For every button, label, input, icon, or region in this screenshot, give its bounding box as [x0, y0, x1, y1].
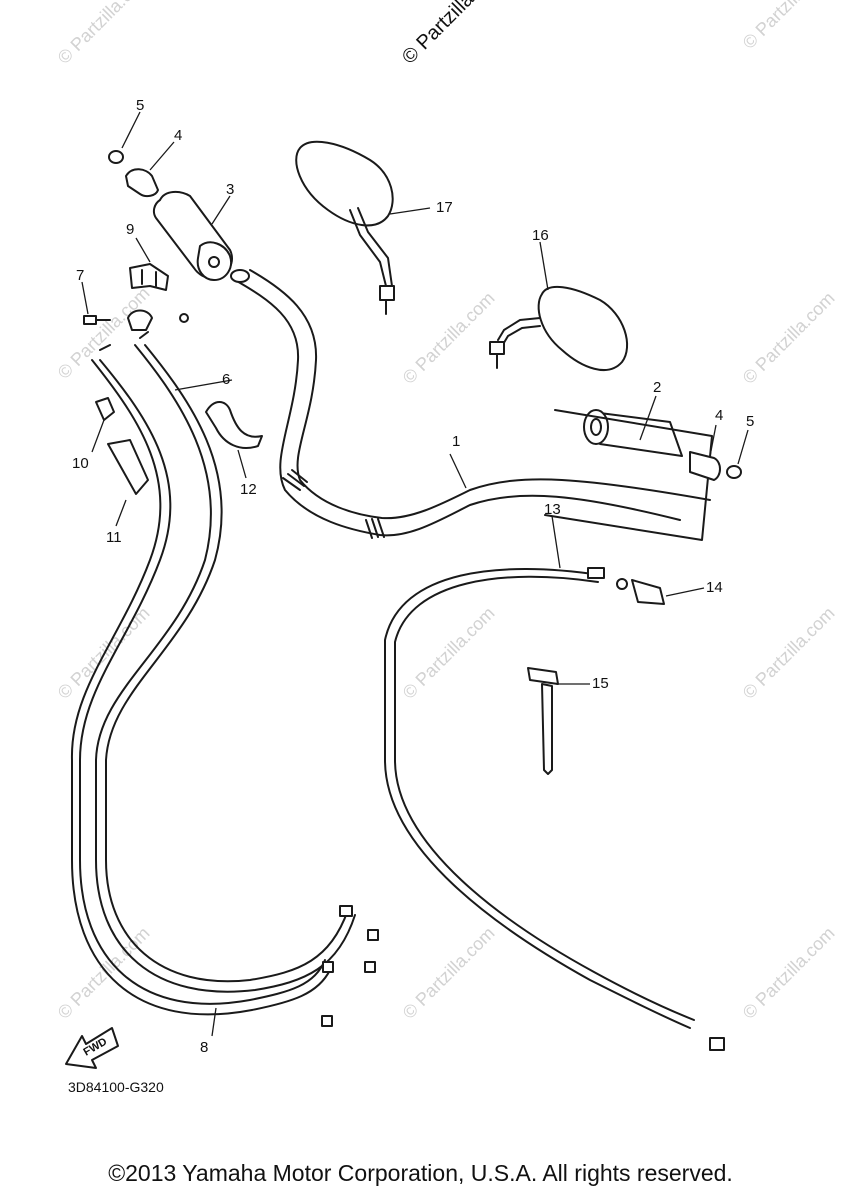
callout-14: 14	[706, 579, 723, 596]
callout-7: 7	[76, 267, 84, 284]
callout-2: 2	[653, 379, 661, 396]
throttle-cables	[70, 331, 379, 1027]
callout-6: 6	[222, 371, 230, 388]
handlebar	[230, 269, 711, 539]
callout-17: 17	[436, 199, 453, 216]
callout-5: 5	[746, 413, 754, 430]
bar-end-left	[108, 150, 159, 198]
watermark: © Partzilla.com	[54, 923, 154, 1023]
diagram-code: 3D84100-G320	[68, 1079, 164, 1095]
leader-lines	[81, 111, 749, 1037]
clamp	[205, 401, 263, 449]
callout-3: 3	[226, 181, 234, 198]
screw-and-holder	[83, 263, 189, 331]
callout-1: 1	[452, 433, 460, 450]
callout-11: 11	[106, 529, 122, 546]
watermark: © Partzilla.com	[739, 603, 839, 703]
copyright-notice: ©2013 Yamaha Motor Corporation, U.S.A. A…	[108, 1160, 733, 1186]
adjuster	[616, 578, 665, 605]
watermark: © Partzilla.com	[399, 603, 499, 703]
callout-5: 5	[136, 97, 144, 114]
cable-guides	[95, 397, 149, 495]
callout-9: 9	[126, 221, 134, 238]
callout-4: 4	[715, 407, 723, 424]
bar-end-right	[689, 451, 742, 481]
callout-4: 4	[174, 127, 182, 144]
callout-16: 16	[532, 227, 549, 244]
watermark: © Partzilla.com	[54, 0, 154, 68]
cable-tie	[527, 667, 559, 775]
mirror-left	[295, 140, 395, 315]
watermark: © Partzilla.com	[399, 923, 499, 1023]
watermark: © Partzilla.com	[54, 283, 154, 383]
callout-8: 8	[200, 1039, 208, 1056]
grip-left	[152, 190, 233, 281]
mirror-right	[489, 285, 629, 371]
watermark: © Partzilla.com	[739, 0, 839, 53]
watermarks: © Partzilla.com © Partzilla.com © Partzi…	[54, 0, 839, 1023]
callout-13: 13	[544, 501, 561, 518]
watermark: © Partzilla.com	[739, 288, 839, 388]
grip-right	[544, 409, 713, 541]
fwd-arrow: FWD	[65, 1027, 119, 1069]
callouts: 1 2 3 4 4 5 5 6 7 8 9 10 11 12 13 14 15 …	[72, 97, 754, 1056]
watermark-top: © Partzilla.com	[398, 0, 509, 69]
watermark: © Partzilla.com	[399, 288, 499, 388]
watermark: © Partzilla.com	[739, 923, 839, 1023]
callout-15: 15	[592, 675, 609, 692]
callout-12: 12	[240, 481, 257, 498]
clutch-cable	[384, 567, 725, 1051]
callout-10: 10	[72, 455, 89, 472]
